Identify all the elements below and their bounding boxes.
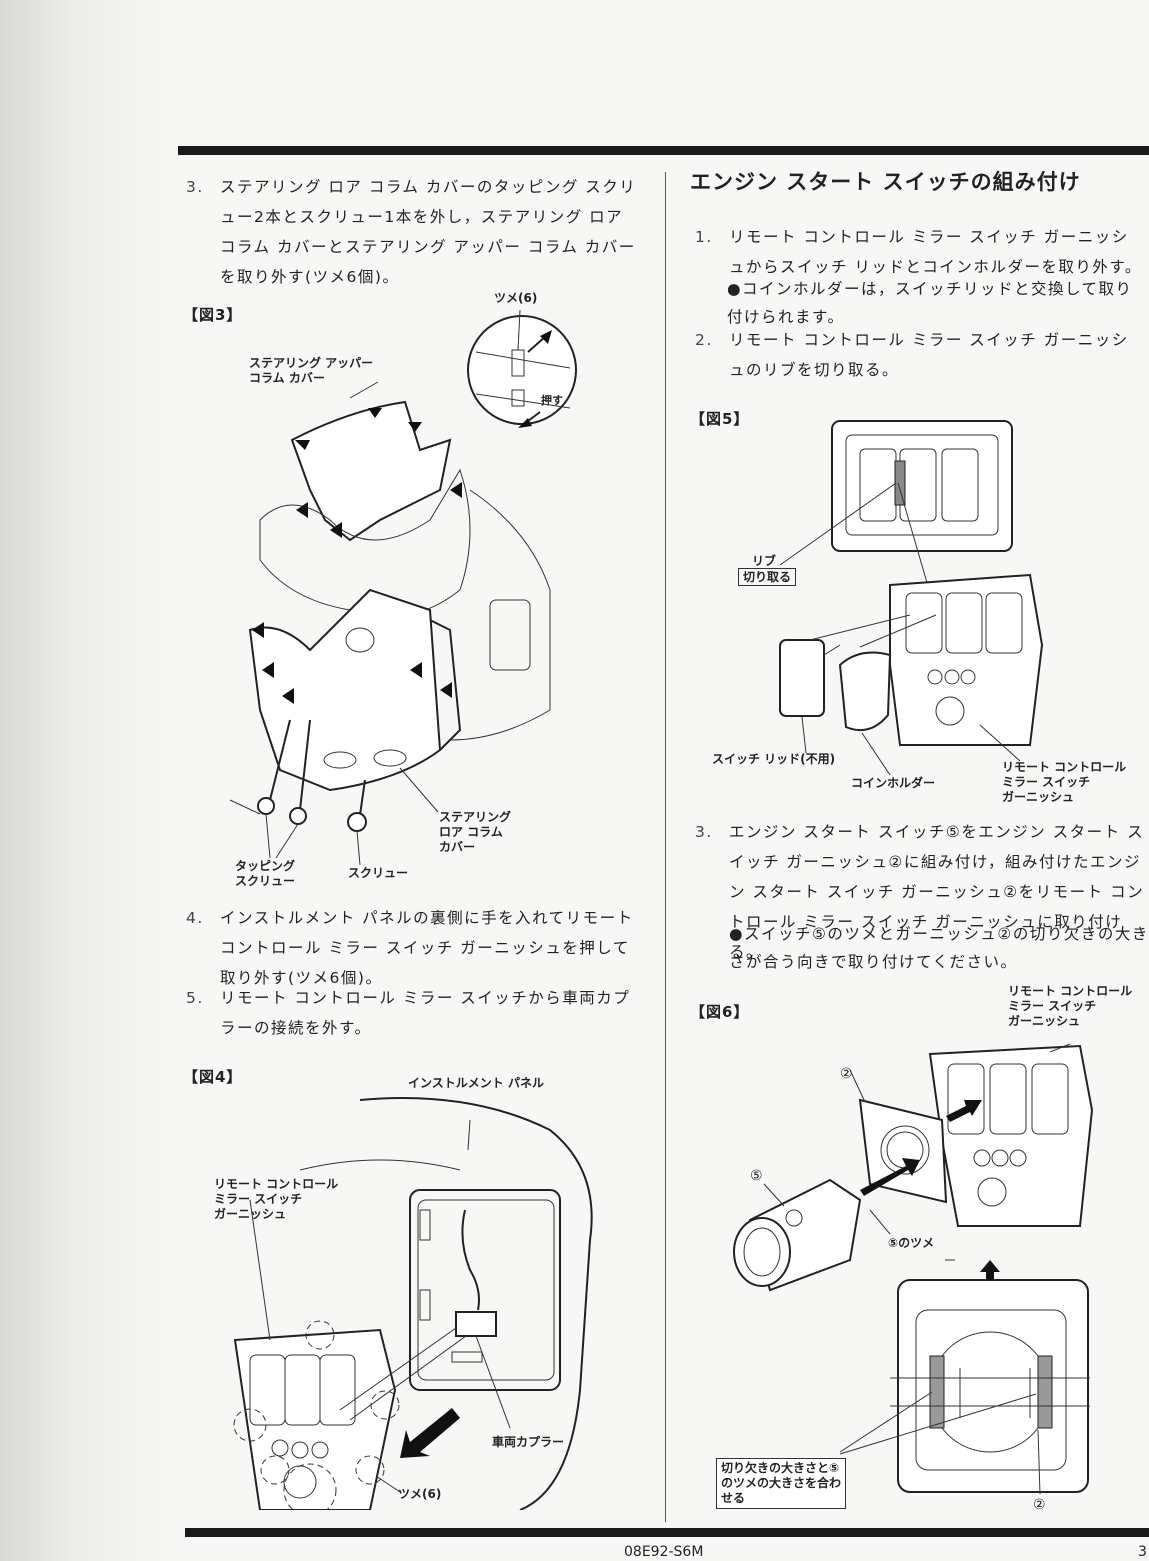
start-switch <box>733 1178 862 1292</box>
upper-cover-callout: ステアリング アッパー コラム カバー <box>249 356 374 385</box>
figure-6-illustration <box>733 1043 1094 1495</box>
lid-callout: スイッチ リッド(不用) <box>712 752 836 766</box>
coin-holder <box>809 614 937 731</box>
page-number: 3 <box>1138 1544 1147 1560</box>
section-title: エンジン スタート スイッチの組み付け <box>690 170 1081 194</box>
match-size-callout: 切り欠きの大きさと⑤ のツメの大きさを合わ せる <box>716 1458 847 1509</box>
figure-5-label: 【図5】 <box>690 410 750 428</box>
document-code: 08E92-S6M <box>624 1544 704 1560</box>
dashboard-outline <box>449 489 551 741</box>
claw-5-callout: ⑤のツメ <box>888 1236 935 1250</box>
rib-callout: リブ <box>752 554 777 568</box>
screws <box>229 381 439 866</box>
column-divider <box>665 172 666 1522</box>
lower-column-cover <box>248 588 462 792</box>
coin-callout: コインホルダー <box>851 776 936 790</box>
cut-callout: 切り取る <box>738 568 797 586</box>
upper-column-cover <box>259 400 471 618</box>
number-2-callout: ② <box>840 1066 853 1082</box>
garnish-fig5 <box>889 573 1044 746</box>
switch-lid <box>779 639 841 717</box>
figure-3-label: 【図3】 <box>183 306 243 324</box>
alignment-inset <box>890 1259 1090 1493</box>
page-edge-shadow <box>0 0 175 1561</box>
claw-callout-fig4: ツメ(6) <box>398 1487 442 1501</box>
screw-callout: スクリュー <box>348 866 409 880</box>
left-step-4: 4. インストルメント パネルの裏側に手を入れてリモート コントロール ミラー … <box>186 909 634 987</box>
figure-4-label: 【図4】 <box>183 1068 243 1086</box>
right-note-3: ●スイッチ⑤のツメとガーニッシュ②の切り欠きの大きさが合う向きで取り付けてくださ… <box>729 925 1149 971</box>
instrument-panel <box>299 1097 593 1510</box>
footer-rule <box>185 1528 1149 1537</box>
tapping-screw-callout: タッピング スクリュー <box>235 859 296 888</box>
header-rule <box>178 146 1149 155</box>
right-step-2: 2. リモート コントロール ミラー スイッチ ガーニッシュのリブを切り取る。 <box>695 331 1129 379</box>
panel-callout: インストルメント パネル <box>408 1076 544 1090</box>
figure-5-illustration <box>779 420 1044 776</box>
left-step-3: 3. ステアリング ロア コラム カバーのタッピング スクリュー2本とスクリュー… <box>186 178 637 286</box>
figure-3-illustration <box>229 309 577 866</box>
number-2b-callout: ② <box>1033 1497 1046 1513</box>
right-step-1: 1. リモート コントロール ミラー スイッチ ガーニッシュからスイッチ リッド… <box>695 228 1142 276</box>
left-step-5: 5. リモート コントロール ミラー スイッチから車両カプラーの接続を外す。 <box>186 989 631 1037</box>
coupler-callout: 車両カプラー <box>492 1435 565 1449</box>
garnish-callout-fig4: リモート コントロール ミラー スイッチ ガーニッシュ <box>214 1177 339 1221</box>
claw-detail-circle <box>467 309 577 428</box>
insertion-arrows <box>860 1100 982 1196</box>
start-switch-garnish <box>858 1098 948 1204</box>
garnish-callout-fig5: リモート コントロール ミラー スイッチ ガーニッシュ <box>1002 760 1127 804</box>
right-note-1: ●コインホルダーは，スイッチリッドと交換して取り付けられます。 <box>727 280 1133 326</box>
removal-arrow <box>400 1408 460 1458</box>
push-callout: 押す <box>541 394 563 407</box>
claw-callout: ツメ(6) <box>494 291 538 305</box>
lower-cover-callout: ステアリング ロア コラム カバー <box>439 810 512 854</box>
garnish-fig6 <box>928 1044 1094 1227</box>
number-5-callout: ⑤ <box>750 1168 763 1184</box>
rib-detail-inset <box>779 420 1013 594</box>
figure-6-label: 【図6】 <box>690 1003 750 1021</box>
garnish-callout-fig6: リモート コントロール ミラー スイッチ ガーニッシュ <box>1008 984 1133 1028</box>
right-step-3: 3. エンジン スタート スイッチ⑤をエンジン スタート スイッチ ガーニッシュ… <box>695 823 1145 961</box>
figure-4-illustration <box>233 1097 593 1510</box>
garnish-panel <box>233 1320 467 1510</box>
